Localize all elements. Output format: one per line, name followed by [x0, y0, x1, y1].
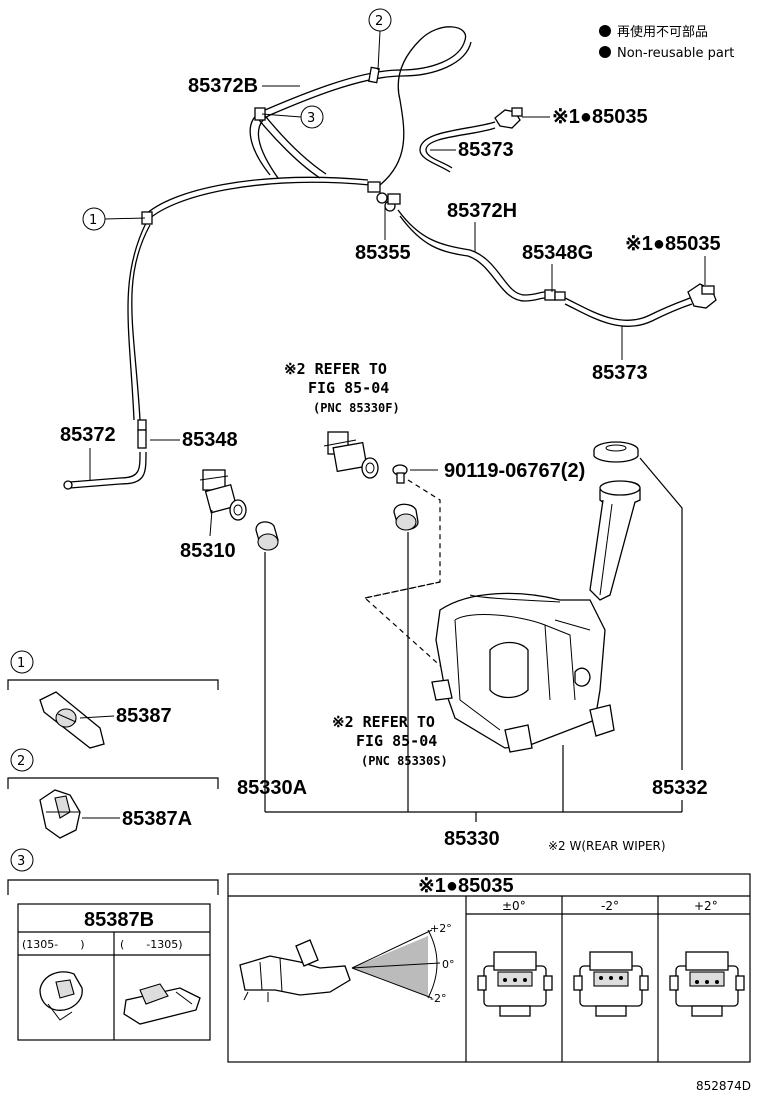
part-labels-upper: 85372B ※1●85035 85373 85372H 85355 85348… — [60, 75, 721, 480]
refer-label-1: ※2 REFER TO FIG 85-04 (PNC 85330F) — [284, 360, 400, 415]
detail-section-3: 3 85387B (1305- ) ( -1305) — [7, 848, 219, 1041]
part-label-85348: 85348 — [182, 429, 238, 451]
angle-label-0: 0° — [442, 958, 455, 971]
legend-english: Non-reusable part — [617, 46, 734, 61]
nozzle-col-plus2: +2° — [694, 899, 718, 913]
grommet-left — [255, 521, 279, 551]
nozzle-face-0 — [477, 951, 553, 1017]
rear-wiper-note: ※2 W(REAR WIPER) — [548, 839, 666, 853]
svg-text:3: 3 — [307, 111, 315, 126]
nozzle-spray-illustration: +2° 0° -2° — [239, 922, 455, 1005]
part-label-85372H: 85372H — [447, 200, 517, 222]
svg-text:2: 2 — [17, 754, 25, 769]
clip-85387B-new — [39, 971, 83, 1021]
washer-pump-rear — [323, 431, 379, 479]
box3-col1: (1305- ) — [22, 938, 85, 951]
svg-text:1: 1 — [89, 213, 97, 228]
part-label-90119: 90119-06767(2) — [444, 460, 585, 482]
box3-title: 85387B — [84, 909, 154, 931]
detail-section-2: 2 85387A — [7, 748, 219, 839]
part-label-85372: 85372 — [60, 424, 116, 446]
bolt-90119 — [392, 464, 408, 484]
detail-section-1: 1 85387 — [7, 650, 219, 749]
figure-id: 852874D — [696, 1079, 751, 1093]
nozzle-face-minus2 — [573, 951, 649, 1017]
part-label-85035-mid: ※1●85035 — [625, 233, 721, 255]
refer-label-2: ※2 REFER TO FIG 85-04 (PNC 85330S) — [332, 713, 448, 768]
part-label-85330: 85330 — [444, 828, 500, 850]
svg-text:※2 REFER TO: ※2 REFER TO — [332, 713, 435, 731]
part-label-85310: 85310 — [180, 540, 236, 562]
callout-group: 2 3 1 — [82, 8, 392, 231]
svg-text:1: 1 — [17, 656, 25, 671]
upper-hose-assembly — [63, 26, 717, 490]
non-reusable-bullet-icon — [599, 25, 611, 37]
clip-85387 — [39, 691, 105, 749]
part-label-85035-top: ※1●85035 — [552, 106, 648, 128]
part-label-85373-top: 85373 — [458, 139, 514, 161]
legend-japanese: 再使用不可部品 — [617, 24, 708, 40]
svg-text:※2 REFER TO: ※2 REFER TO — [284, 360, 387, 378]
nozzle-face-plus2 — [669, 951, 745, 1017]
legend: 再使用不可部品 Non-reusable part — [599, 24, 734, 61]
part-label-85387: 85387 — [116, 705, 172, 727]
assembly-bracket-85330 — [265, 745, 683, 822]
clip-85387B-old — [123, 983, 201, 1025]
svg-text:FIG 85-04: FIG 85-04 — [308, 379, 389, 397]
angle-label-minus2: -2° — [430, 992, 446, 1005]
part-label-85355: 85355 — [355, 242, 411, 264]
part-label-85330A: 85330A — [237, 777, 307, 799]
nozzle-col-minus2: -2° — [601, 899, 619, 913]
svg-text:3: 3 — [17, 854, 25, 869]
svg-text:(PNC 85330F): (PNC 85330F) — [313, 401, 400, 415]
svg-text:2: 2 — [375, 14, 383, 29]
box3-col2: ( -1305) — [120, 938, 183, 951]
svg-text:FIG 85-04: FIG 85-04 — [356, 732, 437, 750]
reservoir-cap-85332 — [593, 441, 639, 463]
part-label-85387A: 85387A — [122, 808, 192, 830]
grommet-right — [393, 503, 419, 531]
part-label-85332: 85332 — [652, 777, 708, 799]
part-label-85373-mid: 85373 — [592, 362, 648, 384]
part-label-85348G: 85348G — [522, 242, 593, 264]
washer-pump-85310 — [199, 469, 247, 521]
nozzle-col-0: ±0° — [502, 899, 526, 913]
part-label-85372B: 85372B — [188, 75, 258, 97]
non-reusable-bullet-icon — [599, 46, 611, 58]
clip-85387A — [39, 789, 81, 839]
angle-label-plus2: +2° — [430, 922, 452, 935]
nozzle-angle-table: ※1●85035 ±0° -2° +2° +2° 0° -2° — [227, 873, 751, 1063]
nozzle-table-title: ※1●85035 — [418, 875, 514, 897]
svg-text:(PNC 85330S): (PNC 85330S) — [361, 754, 448, 768]
washer-reservoir-tank — [363, 479, 641, 753]
pumps-and-grommets: 85310 90119-06767(2) — [180, 431, 585, 812]
